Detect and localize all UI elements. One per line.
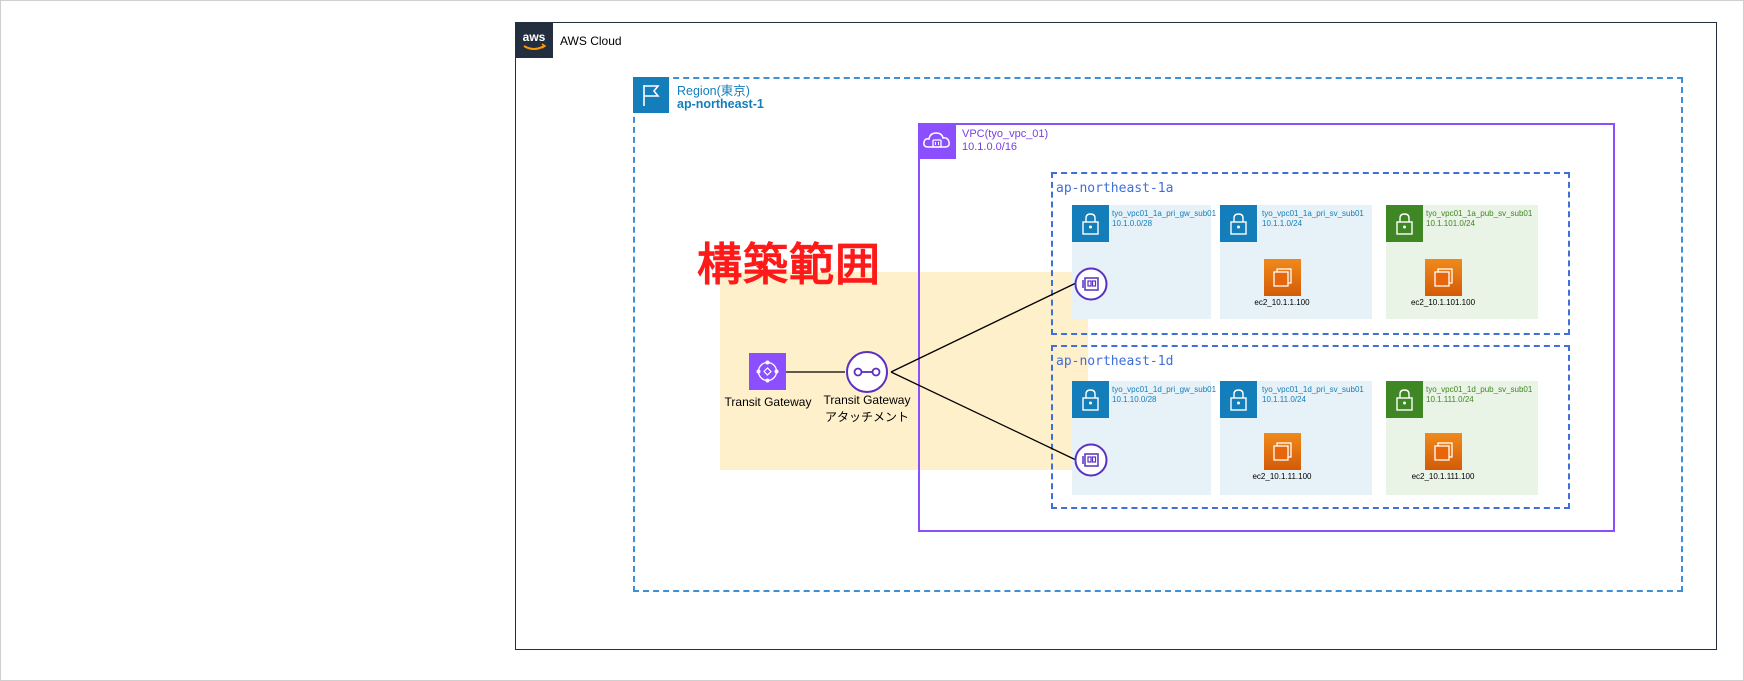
subnet-cidr: 10.1.1.0/24 bbox=[1262, 219, 1303, 228]
ec2-label: ec2_10.1.101.100 bbox=[1410, 298, 1476, 307]
vpc-name: VPC(tyo_vpc_01) bbox=[962, 128, 1049, 140]
ec2-icon bbox=[1425, 433, 1462, 470]
region-code: ap-northeast-1 bbox=[677, 97, 764, 111]
ec2-icon bbox=[1264, 433, 1301, 470]
region-name: Region(東京) bbox=[677, 84, 750, 98]
subnet-cidr: 10.1.10.0/28 bbox=[1112, 395, 1157, 404]
region-group bbox=[633, 77, 1683, 592]
eni-icon bbox=[1074, 443, 1108, 477]
ec2-icon bbox=[1264, 259, 1301, 296]
az-label: ap-northeast-1a bbox=[1056, 181, 1174, 196]
lock-icon bbox=[1386, 205, 1423, 242]
transit-gateway-label: Transit Gateway bbox=[724, 395, 812, 409]
vpc-cidr: 10.1.0.0/16 bbox=[962, 141, 1018, 153]
subnet-name: tyo_vpc01_1d_pri_sv_sub01 bbox=[1262, 385, 1364, 394]
aws-cloud-group bbox=[515, 22, 1717, 650]
tgw-attachment-label-line2: アタッチメント bbox=[824, 410, 909, 424]
subnet-name: tyo_vpc01_1a_pri_sv_sub01 bbox=[1262, 209, 1364, 218]
subnet-name: tyo_vpc01_1d_pub_sv_sub01 bbox=[1426, 385, 1533, 394]
tgw-attachment-label-line1: Transit Gateway bbox=[823, 393, 911, 407]
attachment-to-1d-line bbox=[890, 371, 1077, 461]
subnet-cidr: 10.1.111.0/24 bbox=[1426, 395, 1474, 404]
az-group-1d bbox=[1051, 345, 1570, 509]
az-group-1a bbox=[1051, 172, 1570, 335]
subnet-cidr: 10.1.101.0/24 bbox=[1426, 219, 1475, 228]
build-scope-title: 構築範囲 bbox=[697, 239, 882, 290]
lock-icon bbox=[1072, 381, 1109, 418]
tgw-attachment-icon bbox=[845, 350, 889, 394]
ec2-label: ec2_10.1.11.100 bbox=[1252, 472, 1312, 481]
attachment-to-1a-line bbox=[890, 282, 1077, 373]
vpc-cloud-icon bbox=[918, 123, 956, 159]
vpc-group bbox=[918, 123, 1615, 532]
subnet-cidr: 10.1.11.0/24 bbox=[1262, 395, 1306, 404]
lock-icon bbox=[1386, 381, 1423, 418]
region-flag-icon bbox=[633, 77, 669, 113]
aws-logo-text: aws bbox=[523, 30, 546, 44]
subnet-name: tyo_vpc01_1a_pri_gw_sub01 bbox=[1112, 209, 1217, 218]
aws-logo-icon: aws bbox=[515, 22, 553, 58]
aws-cloud-label: AWS Cloud bbox=[560, 34, 622, 48]
subnet-name: tyo_vpc01_1d_pri_gw_sub01 bbox=[1112, 385, 1217, 394]
lock-icon bbox=[1220, 381, 1257, 418]
ec2-label: ec2_10.1.111.100 bbox=[1411, 472, 1475, 481]
lock-icon bbox=[1220, 205, 1257, 242]
eni-icon bbox=[1074, 267, 1108, 301]
az-label: ap-northeast-1d bbox=[1056, 354, 1174, 369]
lock-icon bbox=[1072, 205, 1109, 242]
subnet-name: tyo_vpc01_1a_pub_sv_sub01 bbox=[1426, 209, 1533, 218]
subnet-cidr: 10.1.0.0/28 bbox=[1112, 219, 1153, 228]
ec2-label: ec2_10.1.1.100 bbox=[1254, 298, 1310, 307]
ec2-icon bbox=[1425, 259, 1462, 296]
transit-gateway-icon bbox=[749, 353, 786, 390]
